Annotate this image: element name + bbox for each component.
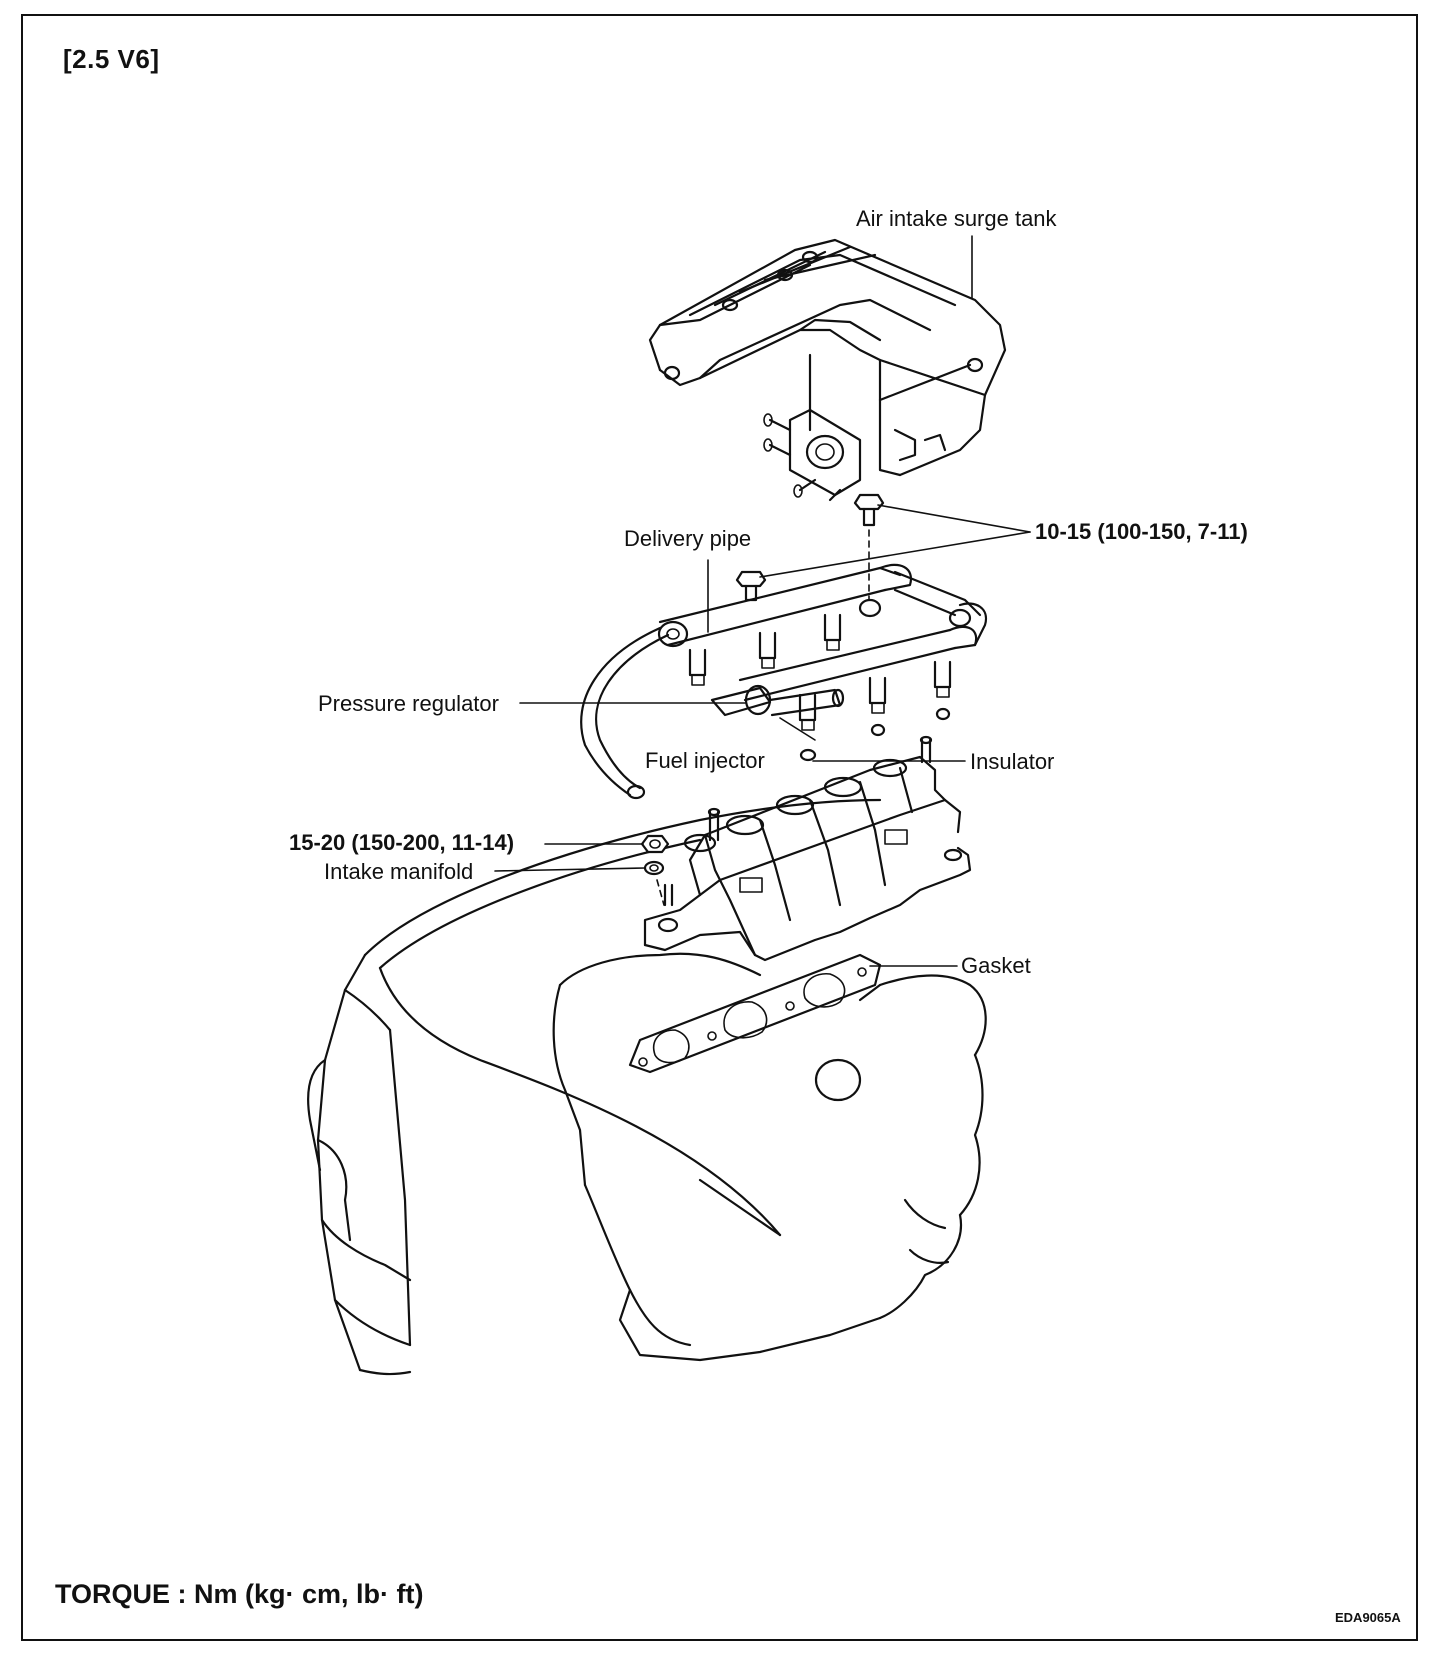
label-air-intake-surge-tank: Air intake surge tank [856, 206, 1057, 231]
label-insulator: Insulator [970, 749, 1055, 774]
label-torque-upper: 10-15 (100-150, 7-11) [1035, 519, 1248, 544]
manifold-nuts [640, 834, 670, 906]
figure-code: EDA9065A [1335, 1610, 1401, 1625]
label-intake-manifold: Intake manifold [324, 859, 474, 884]
diagram-frame [21, 14, 1418, 1641]
label-pressure-regulator: Pressure regulator [318, 691, 499, 716]
surge-tank-drawing [648, 238, 1007, 502]
label-delivery-pipe: Delivery pipe [624, 526, 752, 551]
label-fuel-injector: Fuel injector [645, 748, 765, 773]
pressure-regulator-drawing [710, 684, 845, 717]
label-torque-lower: 15-20 (150-200, 11-14) [289, 830, 515, 855]
bolts [735, 493, 885, 602]
intake-manifold-drawing [643, 735, 972, 962]
engine-variant-heading: [2.5 V6] [63, 44, 160, 74]
engine-block-outline [307, 798, 987, 1376]
leader-lines [494, 235, 1031, 967]
label-gasket: Gasket [961, 953, 1031, 978]
torque-units-note: TORQUE : Nm (kg· cm, lb· ft) [55, 1579, 424, 1609]
gasket-drawing [628, 953, 882, 1074]
delivery-pipe-drawing [580, 563, 988, 800]
